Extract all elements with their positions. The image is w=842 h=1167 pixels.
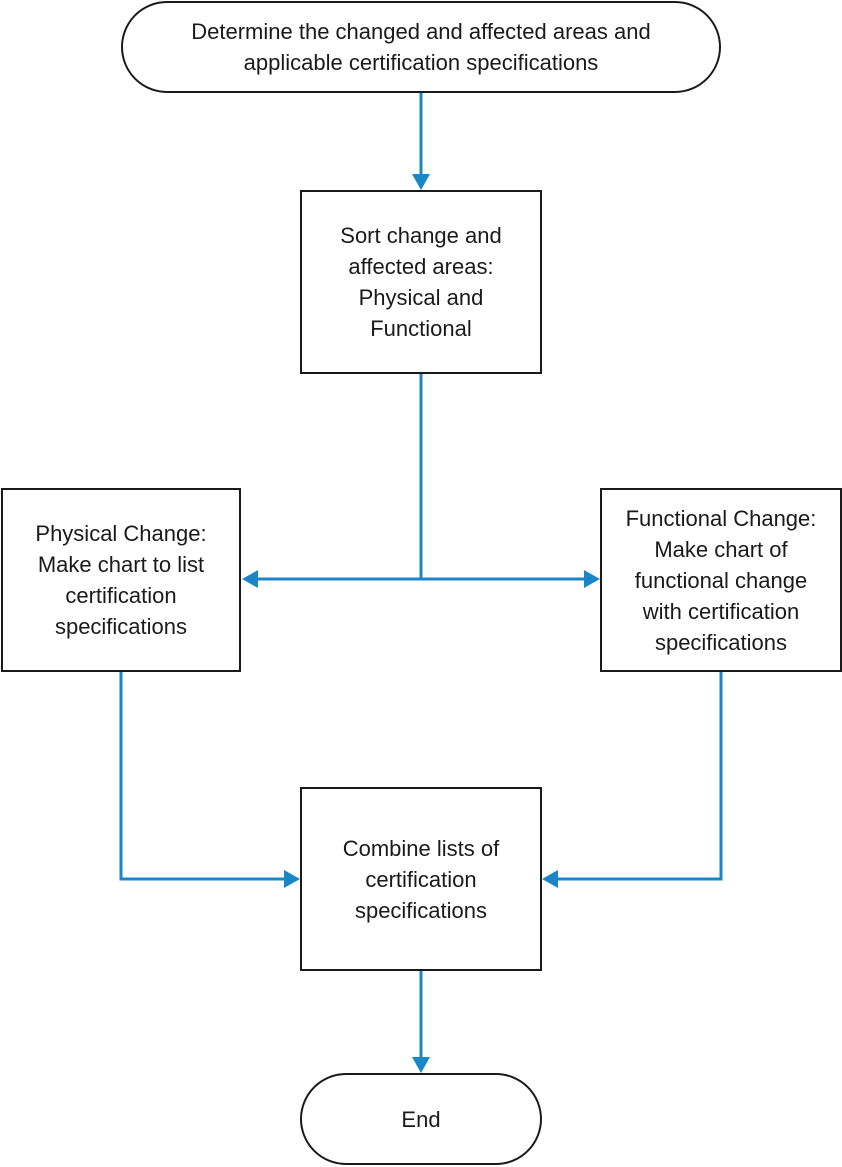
arrowhead-right-icon (284, 870, 300, 888)
functional-change-box: Functional Change: Make chart of functio… (600, 488, 842, 672)
combine-lists-text: Combine lists of certification specifica… (342, 835, 500, 923)
arrowhead-left-icon (242, 570, 258, 588)
arrowhead-down-icon (412, 1057, 430, 1073)
physical-change-box: Physical Change: Make chart to list cert… (1, 488, 241, 672)
combine-lists-box: Combine lists of certification specifica… (300, 787, 542, 971)
start-terminal: Determine the changed and affected areas… (121, 1, 721, 93)
arrowhead-left-icon (542, 870, 558, 888)
end-terminal: End (300, 1073, 542, 1165)
sort-process-text: Sort change and affected areas: Physical… (340, 223, 502, 341)
sort-process-box: Sort change and affected areas: Physical… (300, 190, 542, 374)
end-terminal-text: End (401, 1106, 441, 1132)
start-terminal-text: Determine the changed and affected areas… (191, 19, 651, 75)
physical-change-text: Physical Change: Make chart to list cert… (35, 521, 207, 639)
arrowhead-right-icon (584, 570, 600, 588)
arrowhead-down-icon (412, 174, 430, 190)
connector-functional-to-combine (558, 672, 723, 881)
functional-change-text: Functional Change: Make chart of functio… (625, 505, 817, 655)
connector-physical-to-combine (119, 672, 284, 881)
